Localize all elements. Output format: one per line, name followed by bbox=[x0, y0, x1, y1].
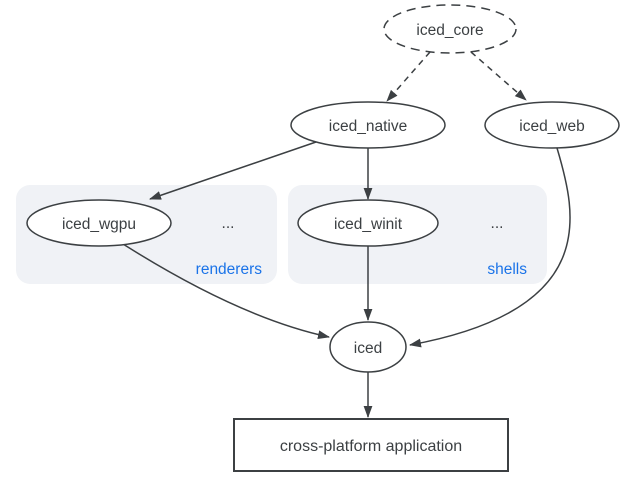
node-iced-wgpu bbox=[26, 199, 172, 247]
edge-core-to-web bbox=[470, 51, 527, 101]
edge-core-to-native bbox=[386, 51, 431, 102]
node-iced-wgpu-label: iced_wgpu bbox=[62, 216, 136, 233]
node-iced bbox=[329, 321, 407, 373]
node-iced-core bbox=[383, 4, 517, 54]
edge-wgpu-to-iced bbox=[122, 243, 330, 340]
renderers-group-label: renderers bbox=[196, 261, 263, 278]
node-iced-native-label: iced_native bbox=[329, 118, 407, 135]
node-iced-winit bbox=[297, 199, 439, 247]
renderers-ellipsis: ... bbox=[222, 215, 235, 232]
edge-web-to-iced bbox=[409, 147, 571, 348]
node-cross-platform-application bbox=[233, 418, 509, 472]
node-iced-winit-label: iced_winit bbox=[334, 216, 403, 233]
shells-group-label: shells bbox=[487, 261, 527, 278]
edge-native-to-wgpu bbox=[149, 141, 317, 200]
node-iced-web bbox=[484, 101, 620, 149]
shells-ellipsis: ... bbox=[491, 215, 504, 232]
node-cross-platform-application-label: cross-platform application bbox=[280, 438, 462, 455]
node-iced-native bbox=[290, 101, 446, 149]
node-iced-web-label: iced_web bbox=[519, 118, 585, 135]
node-iced-core-label: iced_core bbox=[416, 22, 483, 39]
node-iced-label: iced bbox=[354, 340, 382, 357]
